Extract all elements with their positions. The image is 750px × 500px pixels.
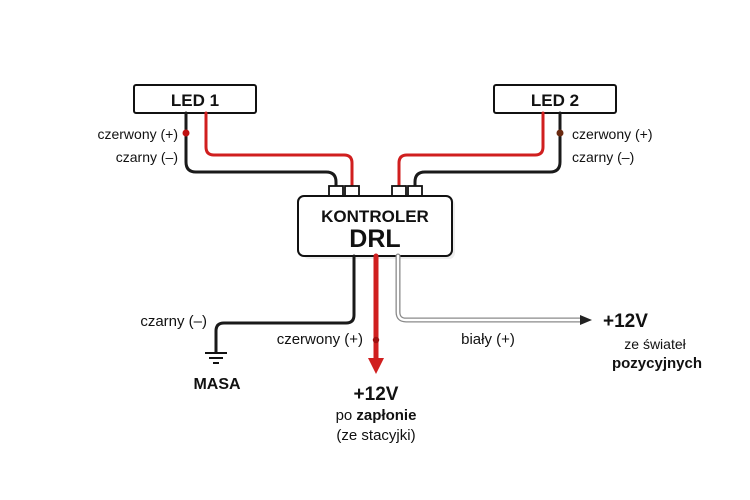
position-wire-label: biały (+) (461, 331, 515, 348)
ground-icon (205, 352, 227, 364)
ignition-line2: (ze stacyjki) (336, 427, 415, 444)
position-wire-outline (395, 253, 583, 323)
led1-red-wire-label: czerwony (+) (97, 126, 178, 142)
led1-label: LED 1 (171, 91, 219, 110)
controller-line2: DRL (349, 225, 400, 253)
led1-black-wire-label: czarny (–) (116, 149, 178, 165)
ignition-line1: po zapłonie (336, 407, 417, 424)
ignition-line1-prefix: po (336, 407, 357, 424)
ignition-wire-label: czerwony (+) (277, 331, 363, 348)
ground-wire-label: czarny (–) (140, 313, 207, 330)
controller-box: KONTROLER DRL (297, 195, 455, 259)
position-arrow-icon (580, 315, 592, 325)
led2-wire-junction (556, 129, 564, 137)
led1-red-wire (204, 111, 354, 198)
position-wire (396, 254, 582, 322)
led1-black-wire (184, 111, 338, 198)
led1-wire-junction (182, 129, 190, 137)
led2-red-wire-label: czerwony (+) (572, 126, 653, 142)
led2-label: LED 2 (531, 91, 579, 110)
led2-black-wire-label: czarny (–) (572, 149, 634, 165)
led2-black-wire (413, 111, 562, 198)
ground-wire (214, 254, 356, 354)
position-line2: pozycyjnych (612, 355, 702, 372)
led2-box: LED 2 (493, 84, 617, 114)
controller-line1: KONTROLER (321, 207, 429, 226)
led2-red-wire (397, 111, 545, 198)
ignition-wire-junction (372, 336, 380, 344)
led1-box: LED 1 (133, 84, 257, 114)
position-line1: ze świateł (624, 336, 686, 352)
position-voltage: +12V (603, 311, 648, 332)
ignition-voltage: +12V (354, 384, 399, 405)
ignition-line1-bold: zapłonie (356, 407, 416, 424)
ground-label: MASA (193, 376, 241, 393)
ignition-arrow-icon (368, 358, 384, 374)
